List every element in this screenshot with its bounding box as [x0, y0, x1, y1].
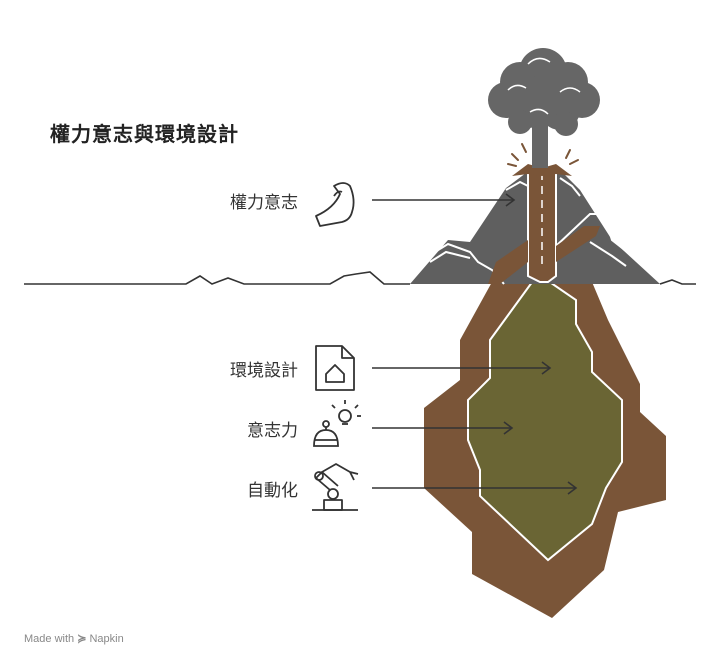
crater-rim: [512, 164, 572, 176]
mountain-crack-top-right: [559, 177, 581, 197]
diagram-title: 權力意志與環境設計: [50, 122, 239, 146]
magma-conduit-right-branch: [556, 226, 600, 262]
mountain-crack-left-2: [429, 250, 471, 263]
footer-brand: Napkin: [89, 633, 124, 645]
house-document-icon: [315, 345, 355, 391]
footer-credit: Made with ≽ Napkin: [24, 632, 124, 645]
label-will: 意志力: [247, 421, 298, 441]
ground-line-right: [659, 279, 696, 285]
magma-conduit-left-branch: [488, 240, 528, 284]
napkin-logo-icon: ≽: [77, 633, 87, 645]
label-environment-design: 環境設計: [230, 361, 298, 381]
ground-line: [24, 271, 410, 285]
robotic-arm-icon: [312, 463, 359, 511]
mountain-crack-right: [555, 213, 641, 263]
footer-prefix: Made with: [24, 633, 75, 645]
smoke-cloud: [488, 48, 600, 136]
mountain-crack-right-2: [589, 241, 627, 267]
connector-will: [372, 421, 514, 435]
smoke-stem: [532, 120, 548, 168]
label-automation: 自動化: [247, 481, 298, 501]
connector-automation: [372, 481, 578, 495]
robot-lightbulb-icon: [313, 400, 361, 447]
eruption-sparks: [507, 143, 579, 167]
label-willpower: 權力意志: [230, 193, 298, 213]
smoke-highlights: [507, 57, 581, 115]
mountain-crack-top: [505, 180, 529, 191]
connector-environment-design: [372, 361, 552, 375]
flexed-arm-icon: [315, 182, 355, 227]
connector-willpower: [372, 193, 516, 207]
